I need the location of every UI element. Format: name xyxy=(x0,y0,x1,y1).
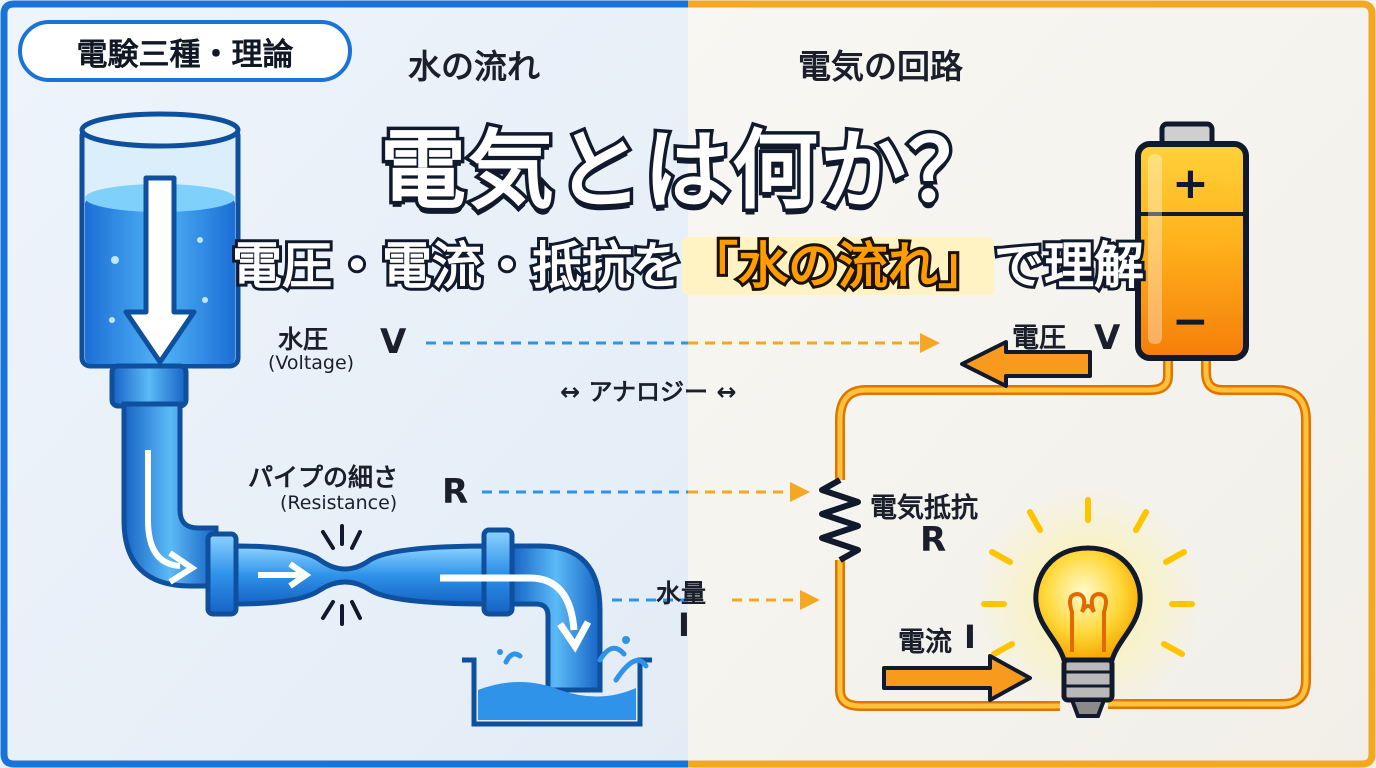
light-bulb-icon xyxy=(976,488,1200,718)
battery-icon xyxy=(1135,121,1249,361)
current-link-arrow xyxy=(800,590,820,610)
analogy-label: ↔ アナロジー ↔ xyxy=(560,378,737,406)
water-pressure-label: 水圧 xyxy=(278,325,329,354)
water-pressure-en: (Voltage) xyxy=(268,352,355,374)
left-header: 水の流れ xyxy=(408,47,540,86)
pipe-width-symbol: R xyxy=(442,472,469,512)
voltage-arrow-icon xyxy=(960,340,1092,388)
subtitle-pre: 電圧・電流・抵抗を xyxy=(229,234,685,298)
right-header: 電気の回路 xyxy=(798,47,963,86)
current-symbol: I xyxy=(964,618,976,656)
resistance-symbol: R xyxy=(920,520,947,560)
voltage-link-arrow xyxy=(920,333,940,353)
pipe-width-en: (Resistance) xyxy=(280,492,398,514)
battery-plus-icon: + xyxy=(1172,158,1209,209)
page-subtitle: 電圧・電流・抵抗を「水の流れ」で理解 xyxy=(0,226,1376,298)
pipe-icon xyxy=(109,363,603,693)
resistor-icon xyxy=(819,477,861,563)
current-label: 電流 xyxy=(898,627,952,658)
basin-icon xyxy=(462,636,652,727)
page-title: 電気とは何か？ xyxy=(377,118,998,225)
left-frame xyxy=(0,0,688,768)
battery-minus-icon: − xyxy=(1172,296,1209,347)
resistance-link-arrow xyxy=(790,482,810,502)
pipe-width-label: パイプの細さ xyxy=(248,463,399,492)
resistance-label: 電気抵抗 xyxy=(870,493,978,524)
current-arrow-icon xyxy=(882,654,1032,702)
category-badge: 電験三種・理論 xyxy=(18,20,352,82)
circuit-wire xyxy=(835,350,1311,711)
voltage-symbol: V xyxy=(1094,318,1121,358)
subtitle-highlight: 「水の流れ」 xyxy=(682,234,994,298)
subtitle-post: で理解 xyxy=(991,234,1147,298)
water-tank-icon xyxy=(79,111,241,369)
water-pressure-symbol: V xyxy=(380,322,407,362)
voltage-label: 電圧 xyxy=(1012,323,1066,354)
water-flow-label: 水量 xyxy=(656,579,707,608)
right-frame xyxy=(688,0,1376,768)
water-flow-symbol: I xyxy=(678,606,690,644)
